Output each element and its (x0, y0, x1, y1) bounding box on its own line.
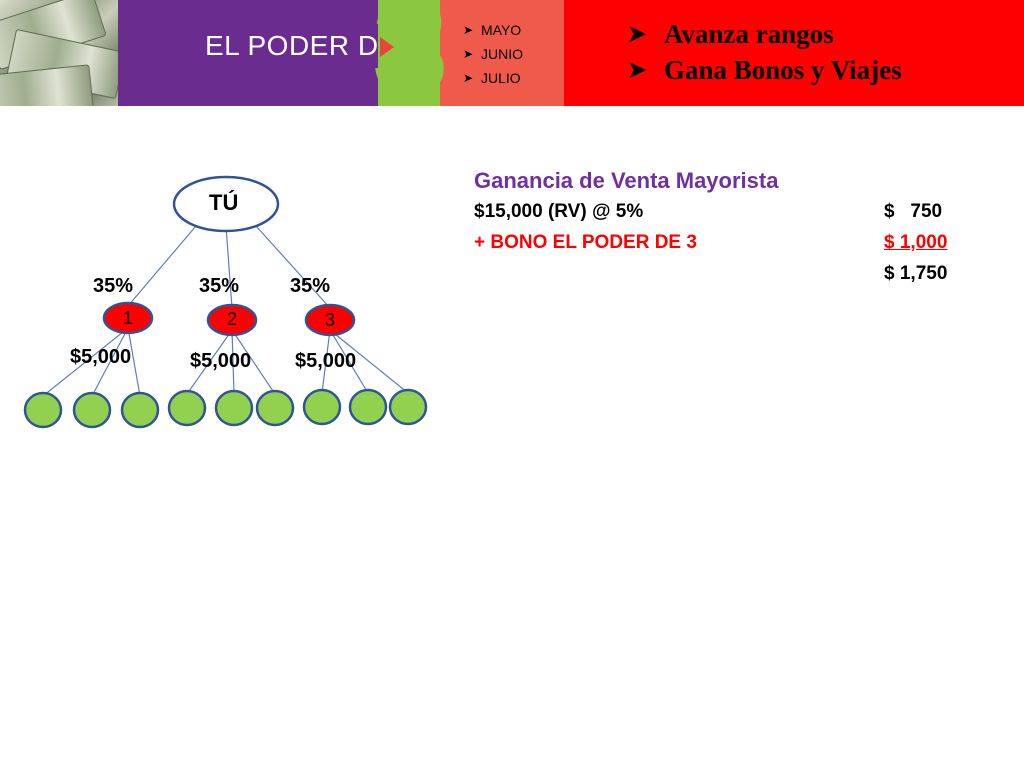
earnings-description: $15,000 (RV) @ 5% (474, 201, 644, 222)
root-to-branch-edge (225, 225, 233, 309)
leaf-node (214, 389, 254, 427)
benefit-label: Avanza rangos (664, 19, 834, 49)
header-banner: EL PODER DE 3 ➤ MAYO ➤ JUNIO ➤ JULIO ➤ A… (0, 0, 1024, 116)
branch-node-label: 3 (324, 310, 335, 330)
leaf-node (348, 388, 388, 426)
money-photo (0, 0, 118, 106)
earnings-title: Ganancia de Venta Mayorista (474, 168, 779, 193)
month-label: JUNIO (481, 46, 523, 62)
leaf-node (23, 391, 63, 429)
branch-to-leaf-edge (321, 329, 331, 394)
leaf-nodes (23, 388, 428, 429)
earnings-row-bonus: + BONO EL PODER DE 3 $ 1,000 (474, 227, 974, 258)
arrow-bullet-icon: ➤ (463, 71, 474, 85)
root-label: TÚ (209, 190, 239, 215)
benefit-item: ➤ Gana Bonos y Viajes (628, 52, 902, 88)
branch-node-1 (102, 301, 154, 335)
branch-to-leaf-edge (231, 329, 235, 395)
branch-to-leaf-edge (231, 329, 276, 395)
salmon-band (440, 0, 564, 106)
earnings-description: + BONO EL PODER DE 3 (474, 232, 697, 253)
leaf-node (167, 389, 207, 427)
banner-title: EL PODER DE (205, 30, 398, 61)
branch-node-3 (304, 303, 356, 337)
root-node (172, 175, 280, 233)
branch-to-leaf-edge (329, 329, 369, 394)
arrow-bullet-icon: ➤ (628, 57, 647, 82)
arrow-right-icon (380, 37, 394, 57)
root-to-branch-edge (127, 225, 197, 307)
branch-to-leaf-edge (91, 327, 129, 397)
percent-label: 35% (290, 275, 331, 297)
branch-node-label: 1 (122, 308, 133, 328)
network-tree (23, 175, 428, 429)
leaf-node (255, 389, 295, 427)
red-band (564, 0, 1024, 106)
amount-label: $5,000 (190, 350, 252, 372)
tree-edges (42, 225, 409, 397)
earnings-row-total: $ 1,750 (474, 258, 974, 289)
branch-nodes (102, 301, 356, 337)
root-to-branch-edge (255, 225, 331, 309)
amount-label: $5,000 (70, 346, 132, 368)
earnings-total-amount: $ 1,750 (884, 263, 948, 284)
month-label: MAYO (481, 22, 522, 38)
amount-label: $5,000 (295, 350, 357, 372)
branch-to-leaf-edge (329, 329, 409, 394)
branch-to-leaf-edge (42, 327, 129, 397)
benefit-label: Gana Bonos y Viajes (664, 55, 902, 85)
leaf-node (72, 391, 112, 429)
months-list: ➤ MAYO ➤ JUNIO ➤ JULIO (463, 18, 523, 90)
purple-band (118, 0, 386, 106)
arrow-bullet-icon: ➤ (463, 47, 474, 61)
month-item: ➤ MAYO (463, 18, 523, 42)
earnings-amount: $ 750 (884, 201, 943, 222)
big-three-logo: 3 (372, 0, 449, 124)
benefits-list: ➤ Avanza rangos ➤ Gana Bonos y Viajes (628, 16, 902, 88)
branch-node-2 (206, 303, 258, 337)
branch-to-leaf-edge (127, 327, 141, 397)
month-label: JULIO (481, 70, 521, 86)
branch-to-leaf-edge (186, 329, 233, 395)
arrow-bullet-icon: ➤ (628, 21, 647, 46)
leaf-node (120, 391, 160, 429)
leaf-node (388, 388, 428, 426)
earnings-amount: $ 1,000 (884, 232, 948, 253)
earnings-panel: Ganancia de Venta Mayorista $15,000 (RV)… (474, 166, 974, 289)
leaf-node (302, 388, 342, 426)
month-item: ➤ JULIO (463, 66, 523, 90)
branch-node-label: 2 (226, 309, 237, 329)
month-item: ➤ JUNIO (463, 42, 523, 66)
percent-label: 35% (93, 275, 134, 297)
earnings-row: $15,000 (RV) @ 5% $ 750 (474, 196, 974, 227)
percent-label: 35% (199, 275, 240, 297)
benefit-item: ➤ Avanza rangos (628, 16, 902, 52)
arrow-bullet-icon: ➤ (463, 23, 474, 37)
